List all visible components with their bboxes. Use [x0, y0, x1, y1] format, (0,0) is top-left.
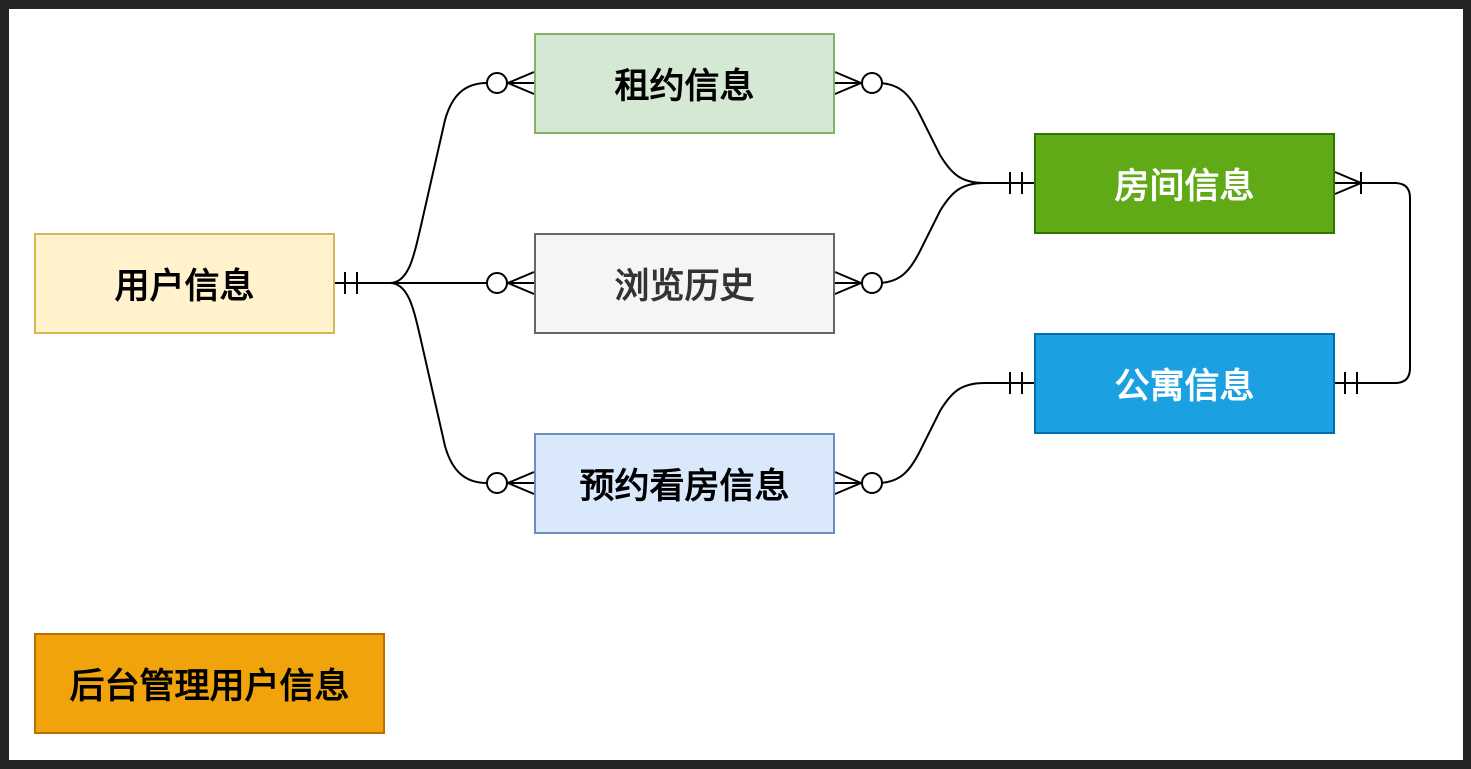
- entity-room-info[interactable]: 房间信息: [1034, 133, 1335, 234]
- rental-right-zero-circle: [861, 72, 883, 94]
- entity-admin-user-info[interactable]: 后台管理用户信息: [34, 633, 385, 734]
- entity-admin-user-info-label: 后台管理用户信息: [69, 667, 350, 707]
- rental-left-zero-circle: [486, 72, 508, 94]
- edge-viewing-apartment: [835, 382, 1034, 484]
- history-left-crows-foot: [505, 271, 535, 295]
- entity-viewing-appointment-label: 预约看房信息: [579, 467, 790, 507]
- entity-user-info[interactable]: 用户信息: [34, 233, 335, 334]
- edge-user-viewing: [335, 282, 534, 484]
- entity-room-info-label: 房间信息: [1114, 167, 1255, 207]
- viewing-left-zero-circle: [486, 472, 508, 494]
- entity-rental-info[interactable]: 租约信息: [534, 33, 835, 134]
- viewing-left-crows-foot: [505, 471, 535, 495]
- history-right-zero-circle: [861, 272, 883, 294]
- entity-user-info-label: 用户信息: [114, 267, 255, 307]
- edge-history-room: [835, 182, 1034, 284]
- edge-rental-room: [835, 82, 1034, 184]
- rental-left-crows-foot: [505, 71, 535, 95]
- entity-apartment-info-label: 公寓信息: [1114, 367, 1255, 407]
- entity-browse-history-label: 浏览历史: [614, 267, 755, 307]
- entity-rental-info-label: 租约信息: [614, 67, 755, 107]
- history-left-zero-circle: [486, 272, 508, 294]
- viewing-right-zero-circle: [861, 472, 883, 494]
- entity-browse-history[interactable]: 浏览历史: [534, 233, 835, 334]
- edge-user-rental: [335, 82, 534, 284]
- edge-room-apartment: [1335, 182, 1411, 384]
- entity-apartment-info[interactable]: 公寓信息: [1034, 333, 1335, 434]
- entity-viewing-appointment[interactable]: 预约看房信息: [534, 433, 835, 534]
